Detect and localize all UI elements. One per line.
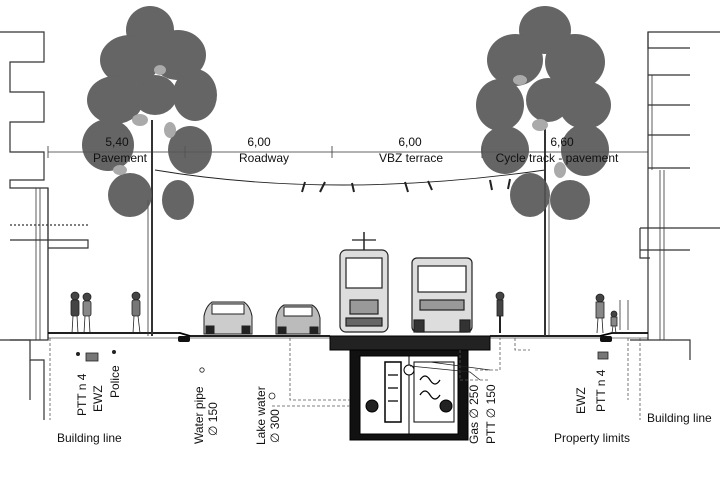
label-police: Police	[108, 365, 122, 398]
utility-tunnel	[329, 335, 491, 441]
dim-value-pavement: 5,40	[105, 135, 129, 149]
label-building-line-left: Building line	[57, 431, 122, 445]
label-lake-water-diameter: ∅ 300	[268, 409, 282, 443]
right-tree	[476, 6, 611, 336]
cars	[203, 301, 321, 335]
dim-label-roadway: Roadway	[238, 151, 290, 165]
label-ewz-right: EWZ	[574, 387, 588, 414]
left-building	[0, 31, 89, 420]
dim-value-vbz-terrace: 6,00	[398, 135, 422, 149]
dim-value-cycle-track: 6,60	[550, 135, 574, 149]
label-water-pipe-diameter: ∅ 150	[206, 402, 220, 436]
bus	[411, 257, 473, 333]
label-building-line-right: Building line	[647, 411, 712, 425]
right-building	[619, 31, 720, 360]
kerbs	[178, 336, 612, 342]
pedestrians-right	[495, 291, 618, 334]
leader-lines	[409, 361, 491, 381]
label-gas: Gas ∅ 250	[467, 384, 481, 444]
label-ptt-left: PTT n 4	[75, 373, 89, 416]
label-ewz-left: EWZ	[91, 385, 105, 412]
dim-value-roadway: 6,00	[247, 135, 271, 149]
service-pipes	[49, 338, 641, 420]
utility-markers	[76, 349, 609, 400]
overhead-catenary	[154, 169, 546, 193]
left-tree	[82, 6, 217, 336]
label-ptt-pipe: PTT ∅ 150	[484, 384, 498, 444]
tram	[339, 232, 389, 333]
label-ptt-right: PTT n 4	[594, 369, 608, 412]
label-property-limits: Property limits	[554, 431, 631, 445]
label-water-pipe: Water pipe	[192, 386, 206, 444]
label-lake-water: Lake water	[254, 386, 268, 445]
pedestrians-left	[70, 291, 141, 334]
dim-label-cycle-track: Cycle track - pavement	[495, 151, 619, 165]
dim-label-pavement: Pavement	[92, 151, 148, 165]
dim-label-vbz-terrace: VBZ terrace	[378, 151, 444, 165]
